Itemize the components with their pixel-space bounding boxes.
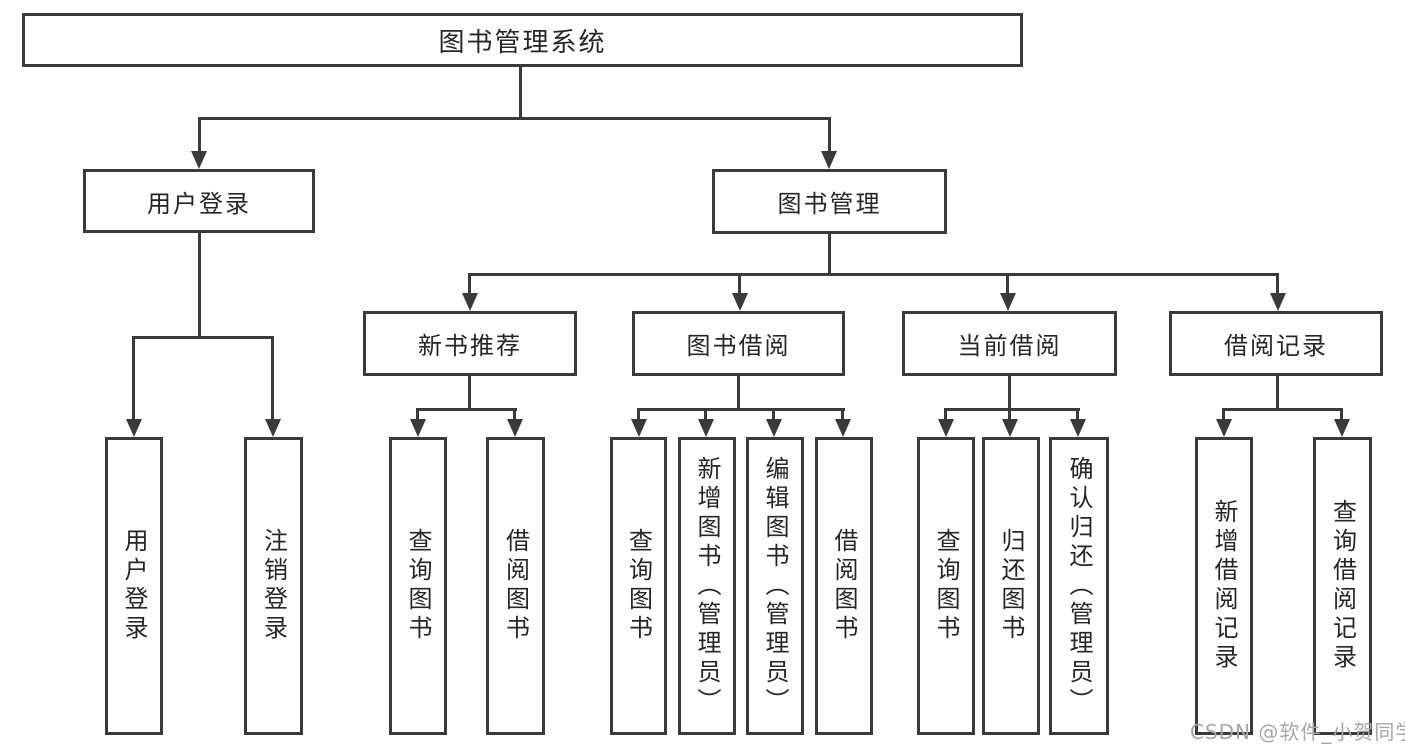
node-label: 图书管理: [777, 190, 882, 218]
leaf-add-borrow-record: 新增借阅记录: [1195, 437, 1253, 735]
arrowhead-down-icon: [732, 293, 748, 311]
node-user-login: 用户登录: [83, 169, 315, 233]
arrowhead-down-icon: [1270, 293, 1286, 311]
leaf-query-books: 查询图书: [917, 437, 975, 735]
connector-drop-group: [468, 273, 471, 295]
connector-drop-leaf: [416, 408, 419, 421]
arrowhead-down-icon: [631, 419, 647, 437]
connector-drop-group: [738, 273, 741, 295]
leaf-confirm-return-admin: 确认归还（管理员）: [1049, 437, 1109, 735]
connector-drop-group: [1276, 273, 1279, 295]
leaf-return-books: 归还图书: [982, 437, 1040, 735]
leaf-label: 用户登录: [120, 528, 148, 644]
connector-group-bar: [416, 408, 517, 411]
leaf-logout: 注销登录: [244, 437, 303, 735]
leaf-label: 新增图书（管理员）: [693, 455, 721, 717]
connector-drop-leaf: [513, 408, 516, 421]
arrowhead-down-icon: [821, 151, 837, 169]
connector-drop-leaf: [1340, 408, 1343, 421]
leaf-query-borrow-record: 查询借阅记录: [1313, 437, 1372, 735]
connector-drop-leaf: [704, 408, 707, 421]
node-label: 借阅记录: [1224, 332, 1328, 360]
arrowhead-down-icon: [462, 293, 478, 311]
leaf-borrow-books: 借阅图书: [815, 437, 873, 735]
leaf-label: 注销登录: [259, 528, 288, 644]
leaf-edit-books-admin: 编辑图书（管理员）: [746, 437, 804, 735]
connector-drop-leaf: [1076, 408, 1079, 421]
arrowhead-down-icon: [1000, 293, 1016, 311]
connector-drop-leaf: [637, 408, 640, 421]
node-new-book-recommendation: 新书推荐: [363, 311, 577, 376]
arrowhead-down-icon: [265, 419, 281, 437]
connector-drop-leaf: [1222, 408, 1225, 421]
leaf-label: 编辑图书（管理员）: [761, 455, 789, 717]
connector-drop-user-login: [198, 117, 201, 153]
arrowhead-down-icon: [191, 151, 207, 169]
connector-drop-group: [1006, 273, 1009, 295]
node-label: 新书推荐: [418, 332, 522, 360]
connector-root-stem: [519, 66, 522, 117]
leaf-label: 归还图书: [997, 528, 1025, 644]
node-book-borrowing: 图书借阅: [632, 311, 845, 376]
node-label: 图书管理系统: [438, 27, 607, 58]
connector-management-stem: [828, 234, 831, 273]
leaf-label: 借阅图书: [830, 528, 858, 644]
arrowhead-down-icon: [1334, 419, 1350, 437]
leaf-borrow-books: 借阅图书: [486, 437, 545, 735]
leaf-label: 查询借阅记录: [1328, 499, 1357, 673]
watermark: CSDN @软件_小贺同学: [1190, 720, 1405, 744]
leaf-label: 查询图书: [404, 528, 432, 644]
connector-group-bar: [637, 408, 845, 411]
leaf-label: 查询图书: [624, 528, 653, 644]
arrowhead-down-icon: [1070, 419, 1086, 437]
connector-drop-leaf: [132, 336, 135, 421]
arrowhead-down-icon: [507, 419, 523, 437]
connector-management-bar: [468, 273, 1279, 276]
arrowhead-down-icon: [126, 419, 142, 437]
node-current-borrowing: 当前借阅: [902, 311, 1117, 376]
leaf-user-login: 用户登录: [105, 437, 163, 735]
arrowhead-down-icon: [1216, 419, 1232, 437]
connector-group-stem: [737, 376, 740, 408]
connector-login-stem: [198, 233, 201, 336]
leaf-label: 查询图书: [932, 528, 960, 644]
connector-group-bar: [1222, 408, 1343, 411]
node-borrowing-records: 借阅记录: [1169, 311, 1383, 376]
connector-root-bar: [198, 117, 831, 120]
node-library-management-system: 图书管理系统: [22, 13, 1023, 67]
connector-drop-leaf: [1008, 408, 1011, 421]
connector-drop-leaf: [841, 408, 844, 421]
arrowhead-down-icon: [766, 419, 782, 437]
connector-group-stem: [1008, 376, 1011, 408]
connector-group-stem: [1276, 376, 1279, 408]
node-label: 当前借阅: [957, 332, 1062, 360]
leaf-query-books: 查询图书: [389, 437, 447, 735]
node-book-management: 图书管理: [712, 169, 947, 234]
arrowhead-down-icon: [698, 419, 714, 437]
arrowhead-down-icon: [835, 419, 851, 437]
connector-drop-leaf: [271, 336, 274, 421]
leaf-query-books: 查询图书: [610, 437, 667, 735]
arrowhead-down-icon: [410, 419, 426, 437]
node-label: 用户登录: [147, 189, 251, 218]
connector-group-bar: [944, 408, 1080, 411]
node-label: 图书借阅: [686, 332, 791, 360]
connector-group-stem: [468, 376, 471, 408]
leaf-add-books-admin: 新增图书（管理员）: [678, 437, 736, 735]
arrowhead-down-icon: [1002, 419, 1018, 437]
leaf-label: 确认归还（管理员）: [1065, 455, 1093, 717]
leaf-label: 新增借阅记录: [1210, 499, 1238, 673]
leaf-label: 借阅图书: [501, 528, 530, 644]
connector-drop-book-management: [828, 117, 831, 153]
connector-drop-leaf: [944, 408, 947, 421]
arrowhead-down-icon: [938, 419, 954, 437]
connector-drop-leaf: [772, 408, 775, 421]
connector-login-bar: [132, 336, 274, 339]
